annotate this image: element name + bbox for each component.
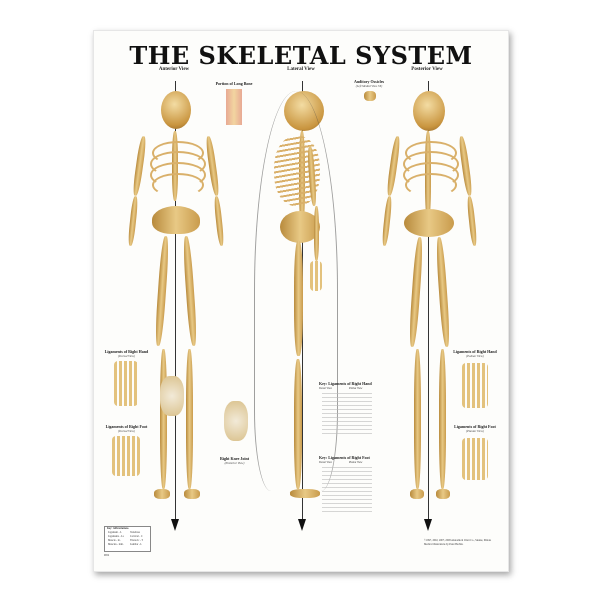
anterior-axis-line: [175, 81, 176, 521]
posterior-right-humerus: [457, 135, 474, 197]
anterior-left-forearm: [213, 195, 225, 247]
key-foot-list: [322, 467, 372, 512]
posterior-left-forearm: [381, 195, 393, 247]
rib: [403, 151, 459, 177]
abbreviations-col2: Vertebrae Cervical - C Thoracic - T Lumb…: [130, 531, 143, 547]
anterior-left-femur: [182, 235, 198, 347]
hand-dorsal-title: Ligaments of Right Hand: [104, 349, 149, 354]
hand-palmar-title: Ligaments of Right Hand: [453, 349, 497, 354]
posterior-right-forearm: [466, 195, 478, 247]
hand-palmar-illustration: [462, 363, 488, 408]
foot-dorsal-title: Ligaments of Right Foot: [105, 424, 148, 429]
rib: [405, 141, 457, 165]
posterior-view-label: Posterior View: [411, 67, 443, 72]
lateral-view-label: Lateral View: [287, 67, 315, 72]
rib: [150, 162, 206, 188]
poster-title: THE SKELETAL SYSTEM: [129, 41, 473, 70]
lateral-foot: [290, 489, 320, 498]
abbr-item: Ligament - L: [108, 531, 122, 534]
abbreviations-box: Key: Abbreviations Ligament - L Ligament…: [104, 526, 151, 552]
posterior-axis-line: [428, 81, 429, 521]
rib: [152, 141, 204, 165]
auditory-ossicles-subtitle: (Left Medial View 3X): [355, 84, 383, 88]
rib: [405, 173, 457, 197]
posterior-left-humerus: [385, 135, 402, 197]
knee-posterior-title: Right Knee Joint: [219, 456, 250, 461]
foot-plantar-illustration: [462, 438, 488, 480]
lateral-arrow-icon: [298, 519, 306, 531]
copyright-text: ©1997, 2002, 2007, 2008 Anatomical Chart…: [424, 539, 492, 542]
abbr-item: Vertebrae: [130, 531, 140, 534]
knee-posterior-illustration: [224, 401, 248, 441]
anterior-view-label: Anterior View: [158, 67, 190, 72]
key-foot-col1-header: Dorsal View: [319, 461, 332, 464]
hand-dorsal-subtitle: (Dorsal View): [118, 354, 135, 358]
anterior-right-tibia: [160, 349, 167, 489]
anterior-right-foot: [154, 489, 170, 499]
key-foot-col2-header: Plantar View: [349, 461, 363, 464]
abbreviations-title: Key: Abbreviations: [107, 527, 129, 530]
abbr-item: Lumbar - L: [130, 543, 142, 546]
hand-palmar-subtitle: (Palmar View): [466, 354, 484, 358]
long-bone-illustration: [226, 89, 242, 125]
anterior-right-femur: [154, 235, 170, 347]
posterior-left-foot: [410, 489, 424, 499]
key-hand-list: [322, 393, 372, 435]
anterior-left-humerus: [204, 135, 221, 197]
posterior-left-femur: [408, 236, 424, 348]
foot-plantar-title: Ligaments of Right Foot: [454, 424, 496, 429]
abbreviations-col1: Ligament - L Ligaments - Ls Muscle - m. …: [108, 531, 124, 547]
anterior-pelvis: [152, 206, 200, 234]
abbr-item: Cervical - C: [130, 535, 143, 538]
skeletal-system-poster: THE SKELETAL SYSTEM Anterior View Latera…: [93, 30, 509, 572]
abbr-item: Ligaments - Ls: [108, 535, 124, 538]
foot-dorsal-illustration: [112, 436, 140, 476]
key-hand-title: Key: Ligaments of Right Hand: [319, 381, 372, 386]
hand-dorsal-illustration: [114, 361, 138, 406]
anterior-left-foot: [184, 489, 200, 499]
anterior-left-tibia: [186, 349, 193, 489]
key-hand-col2-header: Palmar View: [349, 387, 363, 390]
anterior-right-forearm: [127, 195, 139, 247]
posterior-skull: [413, 91, 445, 131]
anterior-arrow-icon: [171, 519, 179, 531]
posterior-pelvis: [404, 209, 454, 237]
long-bone-title: Portion of Long Bone: [215, 81, 253, 86]
poster-code: 9952: [104, 554, 110, 557]
posterior-right-femur: [435, 236, 451, 348]
foot-plantar-subtitle: (Plantar View): [466, 429, 484, 433]
abbr-item: Thoracic - T: [130, 539, 143, 542]
rib: [152, 173, 204, 197]
knee-anterior-illustration: [160, 376, 184, 416]
knee-posterior-subtitle: (Posterior View): [224, 461, 245, 465]
posterior-right-foot: [436, 489, 450, 499]
auditory-ossicles-title: Auditory Ossicles: [353, 79, 385, 84]
lateral-body-outline: [254, 91, 338, 491]
posterior-arrow-icon: [424, 519, 432, 531]
ossicles-illustration: [364, 91, 376, 101]
posterior-left-tibia: [414, 349, 421, 489]
illustrator-credit: Medical illustrations by Peter Bachin.: [424, 543, 464, 546]
posterior-right-tibia: [439, 349, 446, 489]
key-foot-title: Key: Ligaments of Right Foot: [319, 455, 370, 460]
rib: [403, 162, 459, 188]
abbr-item: Muscles - mm.: [108, 543, 124, 546]
foot-dorsal-subtitle: (Dorsal View): [118, 429, 135, 433]
abbr-item: Muscle - m.: [108, 539, 121, 542]
key-hand-col1-header: Dorsal View: [319, 387, 332, 390]
rib: [150, 151, 206, 177]
anterior-right-humerus: [131, 135, 148, 197]
anterior-skull: [161, 91, 191, 129]
